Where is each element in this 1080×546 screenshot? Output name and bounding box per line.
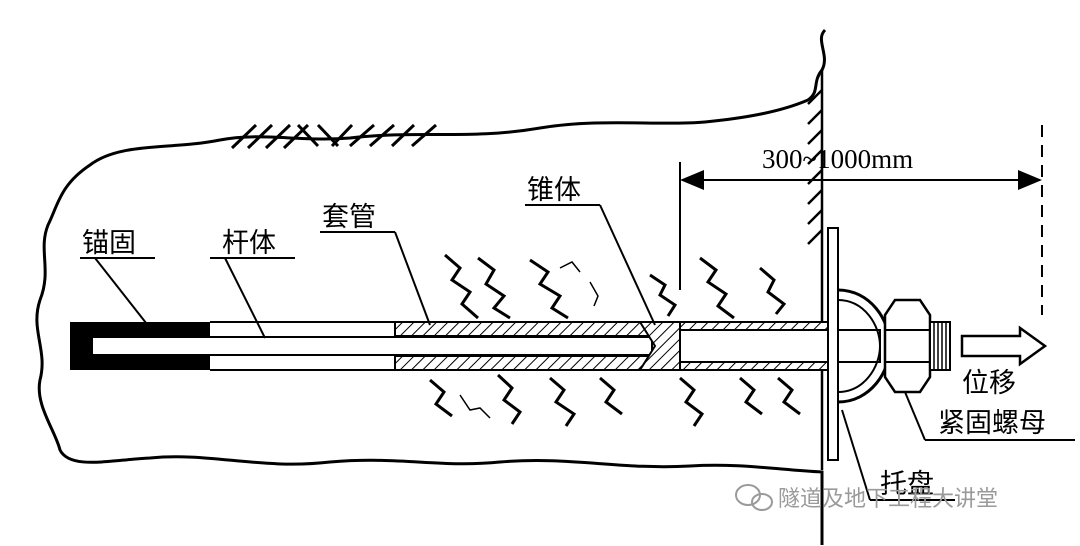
displacement-arrow <box>960 325 1048 367</box>
ground-hatching <box>230 123 437 150</box>
label-nut: 紧固螺母 <box>938 408 1046 439</box>
rod-end <box>679 329 881 363</box>
nut <box>883 298 932 394</box>
label-tray: 托盘 <box>880 469 934 500</box>
cone <box>638 321 681 371</box>
label-sleeve: 套管 <box>322 202 376 233</box>
thread-end <box>929 321 951 371</box>
label-displacement: 位移 <box>962 368 1016 399</box>
rod-body <box>91 336 653 356</box>
tray-plate <box>827 227 839 461</box>
label-cone: 锥体 <box>527 175 581 206</box>
leader-lines <box>80 204 1075 501</box>
label-rod: 杆体 <box>222 228 276 259</box>
watermark: 隧道及地下工程大讲堂 <box>735 484 998 512</box>
label-anchor: 锚固 <box>82 228 136 259</box>
label-dimension: 300~1000mm <box>762 144 913 174</box>
wechat-icon <box>735 484 773 511</box>
watermark-text: 隧道及地下工程大讲堂 <box>778 487 998 512</box>
rock-cracks <box>429 253 801 427</box>
wall-hatching <box>807 70 824 470</box>
rock-boundary <box>35 28 827 545</box>
